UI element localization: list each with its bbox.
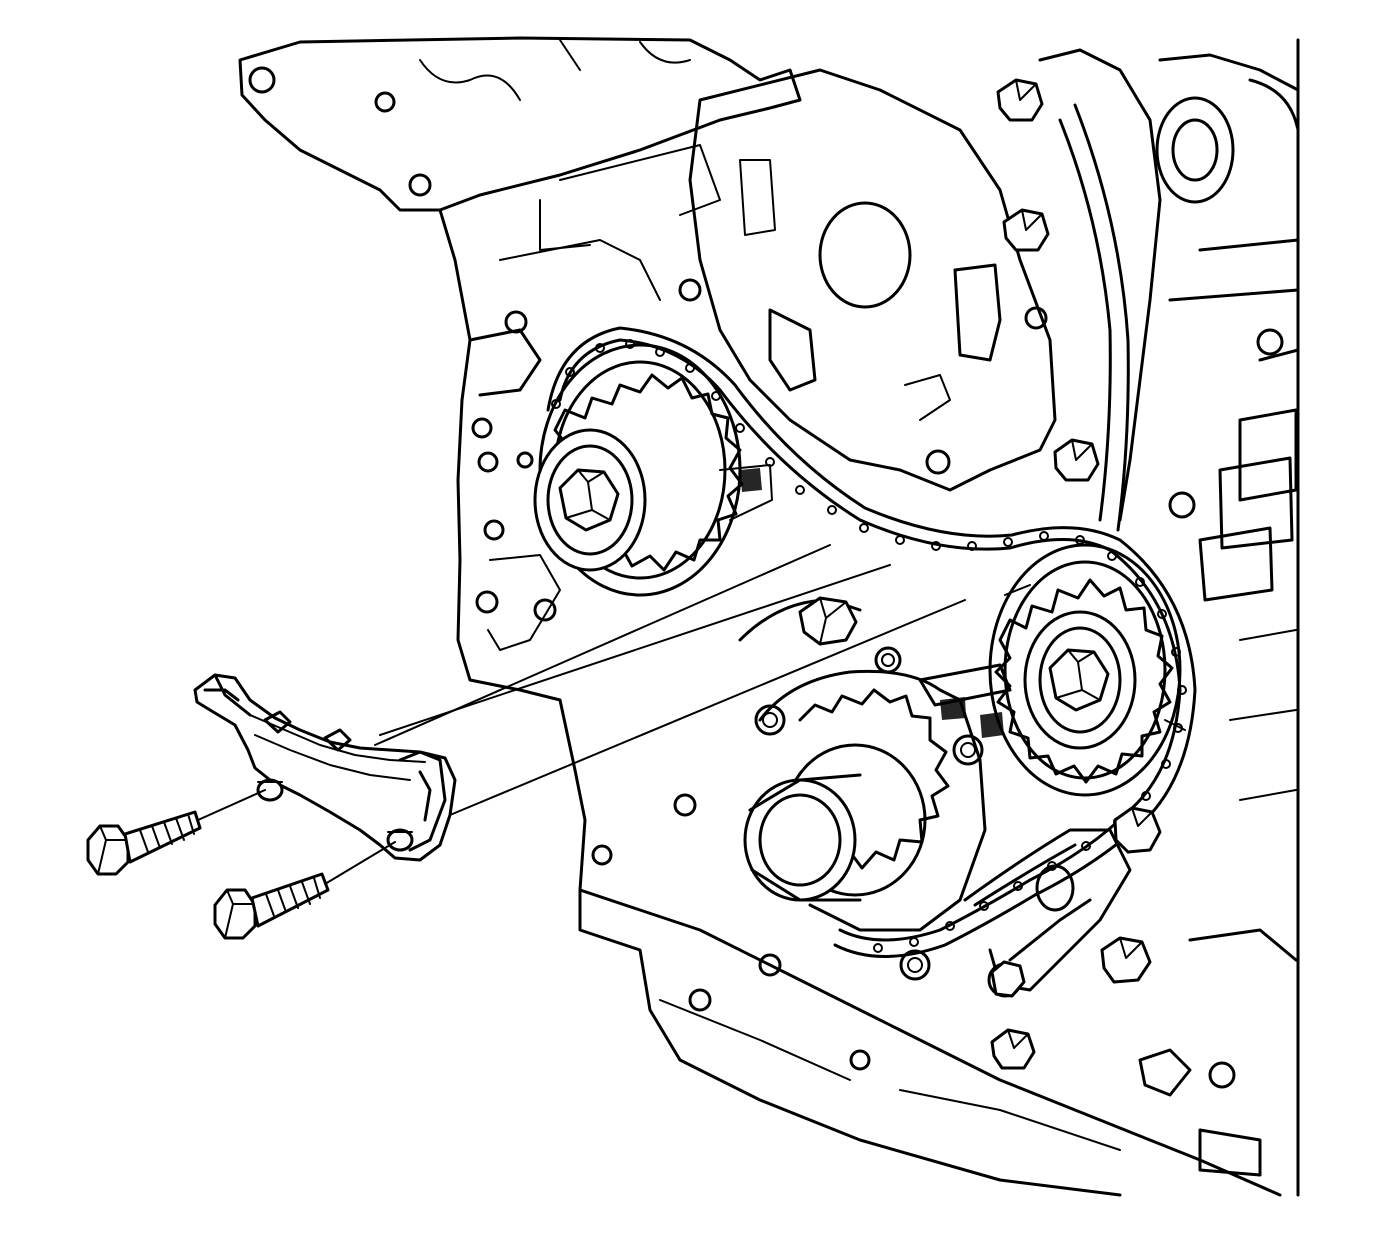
bolt-icon xyxy=(798,596,858,646)
chain-tensioner xyxy=(963,806,1162,1070)
right-camshaft-sprocket xyxy=(988,543,1186,797)
guide-bolt-upper xyxy=(86,810,202,876)
left-camshaft-sprocket xyxy=(533,343,773,597)
guide-bolt-lower xyxy=(213,872,330,940)
alignment-leader-lines xyxy=(197,544,966,885)
hex-bolt-icon xyxy=(558,468,620,532)
bolt-icon xyxy=(996,78,1100,482)
hex-bolt-icon xyxy=(1048,648,1110,712)
crankshaft-sprocket xyxy=(738,598,1012,981)
timing-chain-guide xyxy=(193,673,457,862)
engine-block xyxy=(238,36,1300,1197)
